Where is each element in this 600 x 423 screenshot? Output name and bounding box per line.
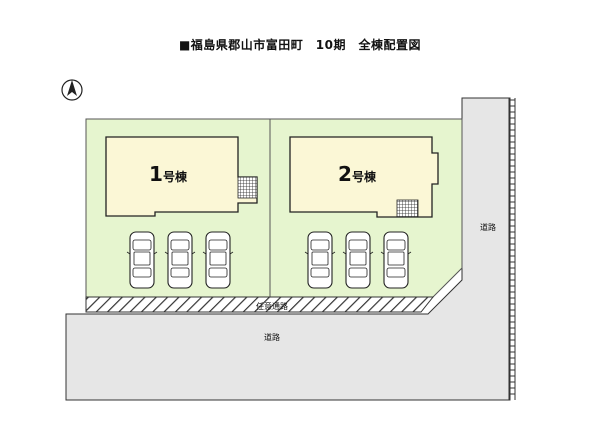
entrance-grid-2: [396, 199, 419, 218]
parking-area: [126, 231, 412, 289]
page-title: ■福島県郡山市富田町 10期 全棟配置図: [178, 38, 422, 52]
car-3: [202, 231, 234, 289]
building-label-2: 2号棟: [338, 162, 377, 186]
north-arrow-icon: [61, 79, 83, 101]
entrance-grid-1: [237, 176, 258, 199]
shared-driveway-label: 任意通路: [256, 301, 288, 311]
building-number-2: 2: [338, 162, 352, 186]
building-suffix-1: 号棟: [163, 169, 188, 184]
car-2: [164, 231, 196, 289]
building-suffix-2: 号棟: [352, 169, 377, 184]
car-5: [342, 231, 374, 289]
car-6: [380, 231, 412, 289]
car-1: [126, 231, 158, 289]
shared-driveway: [85, 296, 435, 313]
building-number-1: 1: [149, 162, 163, 186]
road-label-east: 道路: [480, 222, 496, 232]
rail-line: [508, 98, 516, 400]
road-label-south: 道路: [264, 332, 280, 342]
house-1: [105, 136, 258, 217]
building-label-1: 1号棟: [149, 162, 188, 186]
car-4: [304, 231, 336, 289]
house-2: [289, 136, 439, 218]
